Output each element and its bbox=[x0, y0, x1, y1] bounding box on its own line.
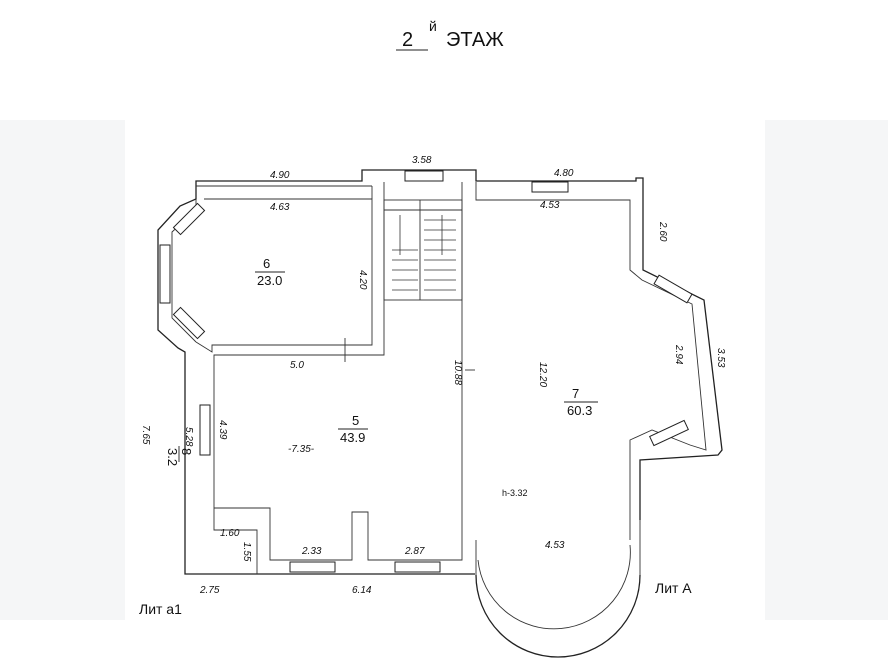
dim-420: 4.20 bbox=[357, 270, 368, 290]
dim-453-bot: 4.53 bbox=[545, 540, 565, 551]
dim-614: 6.14 bbox=[352, 585, 372, 596]
dim-765: 7.65 bbox=[140, 425, 151, 445]
room-8: 8 3.2 bbox=[165, 446, 194, 466]
room-8-area: 3.2 bbox=[165, 448, 180, 466]
dim-463: 4.63 bbox=[270, 202, 290, 213]
room-7-number: 7 bbox=[572, 386, 579, 401]
dim-735: -7.35- bbox=[288, 444, 315, 455]
background-blur bbox=[0, 120, 888, 620]
dim-528: 5.28 bbox=[183, 427, 194, 447]
room-5-area: 43.9 bbox=[340, 430, 365, 445]
dim-233: 2.33 bbox=[301, 546, 322, 557]
floor-number: 2 bbox=[402, 29, 413, 51]
dim-294: 2.94 bbox=[673, 344, 684, 365]
floor-sup: й bbox=[429, 18, 437, 34]
lit-a-label: Лит А bbox=[655, 580, 692, 596]
dim-1088: 10.88 bbox=[452, 360, 463, 385]
dim-1220: 12.20 bbox=[537, 362, 548, 387]
lit-a1-label: Лит а1 bbox=[139, 601, 182, 617]
dim-453-top: 4.53 bbox=[540, 200, 560, 211]
dim-358: 3.58 bbox=[412, 155, 432, 166]
floor-word: ЭТАЖ bbox=[446, 29, 504, 51]
dim-480: 4.80 bbox=[554, 168, 574, 179]
dim-490: 4.90 bbox=[270, 170, 290, 181]
room-5-number: 5 bbox=[352, 413, 359, 428]
dim-50: 5.0 bbox=[290, 360, 304, 371]
dim-260: 2.60 bbox=[657, 221, 668, 242]
dim-439: 4.39 bbox=[217, 420, 228, 440]
room-7: 7 60.3 bbox=[564, 386, 598, 418]
dimensions: 4.90 3.58 4.80 4.63 4.53 2.60 4.20 5.0 1… bbox=[140, 155, 726, 596]
room-5: 5 43.9 bbox=[338, 413, 368, 445]
outer-walls bbox=[157, 169, 723, 658]
dim-353: 3.53 bbox=[715, 348, 726, 368]
room-6-area: 23.0 bbox=[257, 273, 282, 288]
room-6: 6 23.0 bbox=[255, 256, 285, 288]
dim-160: 1.60 bbox=[220, 528, 240, 539]
dim-275: 2.75 bbox=[199, 585, 220, 596]
dim-287: 2.87 bbox=[404, 546, 425, 557]
room-8-number: 8 bbox=[179, 448, 194, 455]
height-label: h-3.32 bbox=[502, 488, 528, 498]
dim-155: 1.55 bbox=[241, 542, 252, 562]
floor-title: 2 й ЭТАЖ bbox=[396, 18, 504, 51]
windows bbox=[159, 170, 693, 573]
room-6-number: 6 bbox=[263, 256, 270, 271]
room-7-area: 60.3 bbox=[567, 403, 592, 418]
